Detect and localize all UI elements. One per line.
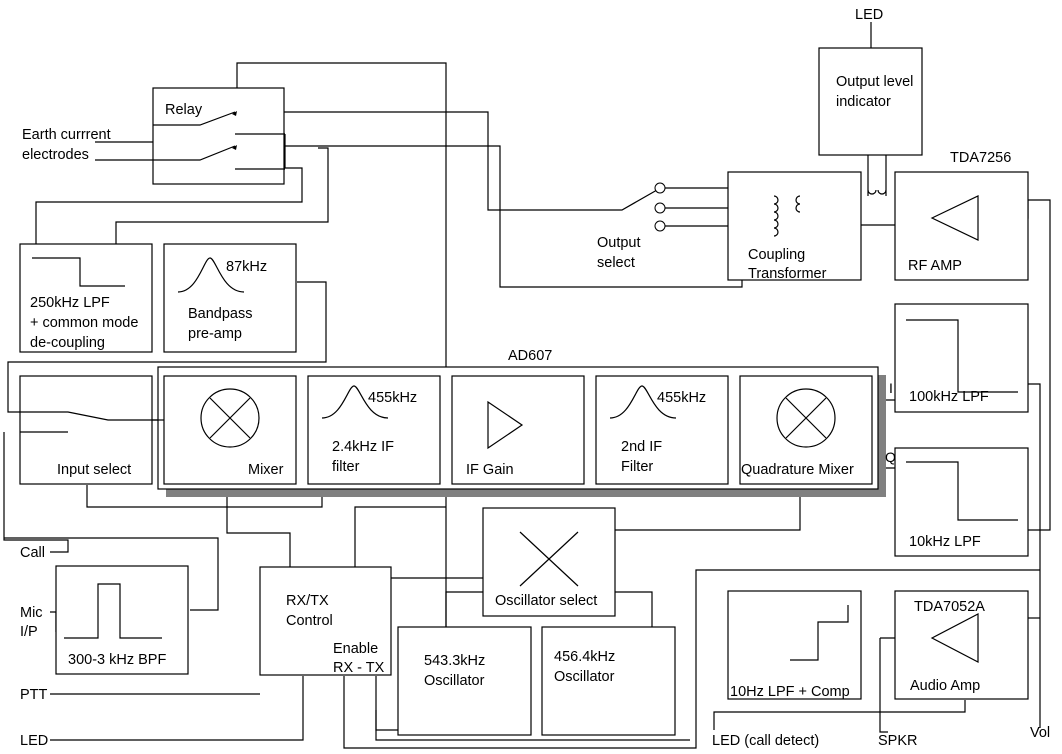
osc-select-box bbox=[482, 507, 616, 617]
label-vol: Vol bbox=[1030, 725, 1050, 741]
label-earth-1: Earth currrent bbox=[22, 127, 111, 143]
label-output-select-1: Output bbox=[597, 235, 641, 251]
label-enable-1: Enable bbox=[333, 641, 378, 657]
second-if-box bbox=[595, 375, 729, 485]
label-rxtx-2: Control bbox=[286, 613, 333, 629]
label-bpf: 300-3 kHz BPF bbox=[68, 652, 166, 668]
wire-relay-lpf-a bbox=[35, 134, 303, 244]
label-earth-2: electrodes bbox=[22, 147, 89, 163]
label-lpf10: 10kHz LPF bbox=[909, 534, 981, 550]
output-level-indicator-box bbox=[818, 47, 923, 156]
label-lpf250-2: + common mode bbox=[30, 315, 138, 331]
label-lpf250-1: 250kHz LPF bbox=[30, 295, 110, 311]
wire-relay-lpf-b bbox=[115, 147, 329, 244]
mixer-box bbox=[163, 375, 297, 485]
label-osc543-2: Oscillator bbox=[424, 673, 485, 689]
bandpass-peak bbox=[177, 257, 245, 293]
label-coupling-2: Transformer bbox=[748, 266, 827, 282]
lpf100-box bbox=[894, 303, 1029, 413]
label-call: Call bbox=[20, 545, 45, 561]
label-lpf10hz: 10Hz LPF + Comp bbox=[730, 684, 850, 700]
lpf250-box bbox=[19, 243, 153, 353]
label-i: I bbox=[889, 380, 893, 396]
label-audio-amp: Audio Amp bbox=[910, 678, 980, 694]
label-second-if-1: 2nd IF bbox=[621, 439, 662, 455]
label-output-select-2: select bbox=[597, 255, 635, 271]
bpf-box bbox=[55, 565, 189, 675]
label-output-level-1: Output level bbox=[836, 74, 913, 90]
rxtx-box bbox=[259, 566, 392, 676]
label-freq-455-b: 455kHz bbox=[657, 390, 706, 406]
label-rxtx-1: RX/TX bbox=[286, 593, 329, 609]
label-osc-select: Oscillator select bbox=[495, 593, 597, 609]
osc-select-cross bbox=[519, 531, 579, 587]
bandpass-box bbox=[163, 243, 297, 353]
label-freq-87: 87kHz bbox=[226, 259, 267, 275]
label-enable-2: RX - TX bbox=[333, 660, 385, 676]
label-osc456-1: 456.4kHz bbox=[554, 649, 615, 665]
label-q: Q bbox=[885, 449, 896, 465]
wire-relay-to-outsel bbox=[235, 111, 658, 211]
osc543-box bbox=[397, 626, 532, 736]
wire-led-bottom bbox=[50, 676, 304, 741]
audio-amp-box bbox=[894, 590, 1029, 700]
wire-led-call bbox=[713, 700, 966, 730]
label-if-filter-1: 2.4kHz IF bbox=[332, 439, 394, 455]
label-osc456-2: Oscillator bbox=[554, 669, 615, 685]
relay-box bbox=[152, 87, 285, 185]
label-input-select: Input select bbox=[57, 462, 131, 478]
audio-amp-triangle bbox=[930, 613, 979, 663]
label-spkr: SPKR bbox=[878, 733, 918, 749]
label-tda7052: TDA7052A bbox=[914, 599, 985, 615]
if-filter-box bbox=[307, 375, 441, 485]
label-bandpass-2: pre-amp bbox=[188, 326, 242, 342]
label-led-top: LED bbox=[855, 7, 883, 23]
label-rf-amp: RF AMP bbox=[908, 258, 962, 274]
label-lpf250-3: de-coupling bbox=[30, 335, 105, 351]
rf-amp-box bbox=[894, 171, 1029, 281]
quad-mixer-box bbox=[739, 375, 873, 485]
second-if-peak bbox=[609, 385, 677, 419]
label-freq-455-a: 455kHz bbox=[368, 390, 417, 406]
relay-contacts bbox=[232, 111, 237, 150]
label-tda7256: TDA7256 bbox=[950, 150, 1011, 166]
label-mic-2: I/P bbox=[20, 624, 38, 640]
transformer-coils bbox=[773, 189, 887, 237]
coupling-transformer-box bbox=[727, 171, 862, 281]
label-ad607: AD607 bbox=[508, 348, 552, 364]
input-select-box bbox=[19, 375, 153, 485]
label-ptt: PTT bbox=[20, 687, 48, 703]
quad-mixer-symbol bbox=[776, 388, 836, 448]
label-second-if-2: Filter bbox=[621, 459, 653, 475]
label-lpf100: 100kHz LPF bbox=[909, 389, 989, 405]
label-bandpass-1: Bandpass bbox=[188, 306, 253, 322]
if-gain-triangle bbox=[487, 400, 524, 450]
lpf10-box bbox=[894, 447, 1029, 557]
label-osc543-1: 543.3kHz bbox=[424, 653, 485, 669]
wire-call bbox=[3, 432, 69, 553]
label-if-gain: IF Gain bbox=[466, 462, 514, 478]
label-mic-1: Mic bbox=[20, 605, 43, 621]
label-quad-mixer: Quadrature Mixer bbox=[741, 462, 854, 478]
label-led-call: LED (call detect) bbox=[712, 733, 819, 749]
label-coupling-1: Coupling bbox=[748, 247, 805, 263]
osc456-box bbox=[541, 626, 676, 736]
label-if-filter-2: filter bbox=[332, 459, 360, 475]
lpf10hz-box bbox=[727, 590, 862, 700]
label-led-bottom: LED bbox=[20, 733, 48, 749]
rf-amp-triangle bbox=[930, 195, 979, 241]
if-filter-peak bbox=[321, 385, 389, 419]
mixer-symbol bbox=[200, 388, 260, 448]
wire-bandpass-to-input bbox=[7, 281, 327, 413]
if-gain-box bbox=[451, 375, 585, 485]
label-relay: Relay bbox=[165, 102, 203, 118]
output-select-switch bbox=[654, 182, 666, 232]
label-output-level-2: indicator bbox=[836, 94, 891, 110]
output-select-lines bbox=[660, 187, 733, 227]
label-mixer: Mixer bbox=[248, 462, 284, 478]
wire-spkr bbox=[879, 638, 888, 733]
